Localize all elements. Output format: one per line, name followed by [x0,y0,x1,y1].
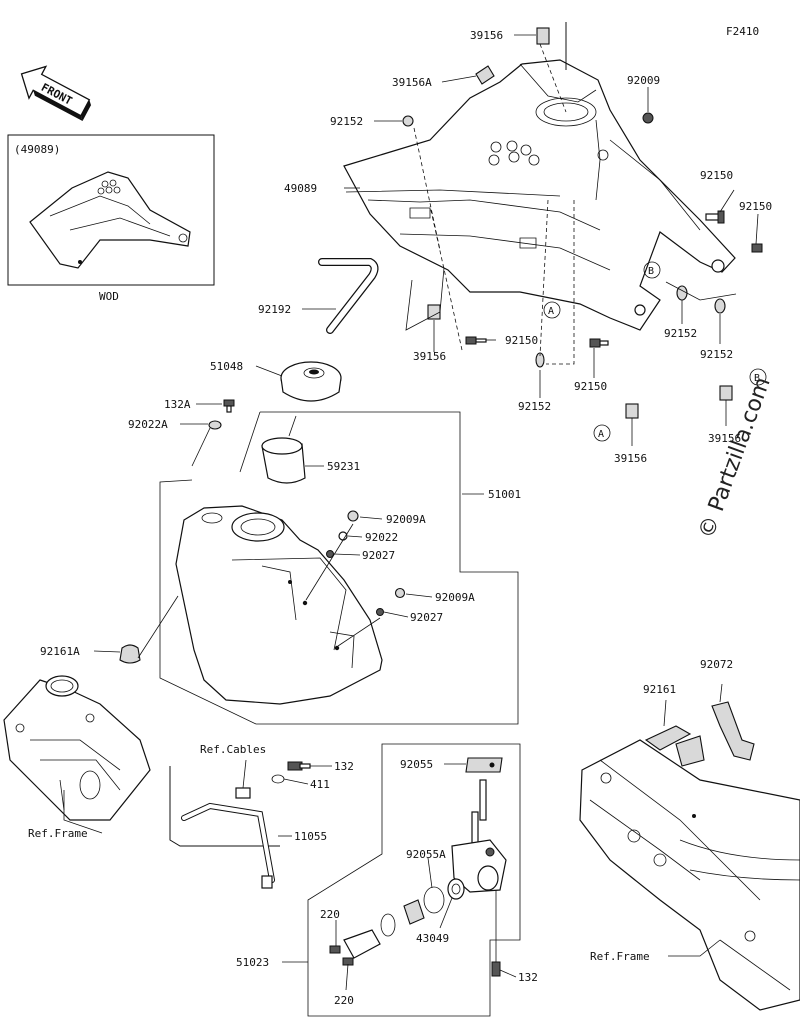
nut-92009 [642,112,654,124]
svg-text:A: A [548,306,554,317]
damper-92161 [644,699,705,767]
label-59231: 59231 [327,460,360,473]
grommet-92152-a [402,115,414,127]
bolt-92150-c [465,336,487,345]
label-411: 411 [310,778,330,791]
label-43049: 43049 [416,932,449,945]
washer-92022A [208,420,222,430]
fuel-cap-51048 [280,361,342,402]
callout-b1: B [643,261,661,279]
label-92152-b: 92152 [664,327,697,340]
label-92192: 92192 [258,303,291,316]
label-220-b: 220 [334,994,354,1007]
ref-cables-label: Ref.Cables [200,743,266,756]
label-92150-d: 92150 [574,380,607,393]
clip-39156A [475,65,495,85]
bolt-92150-b [751,243,763,253]
label-49089: 49089 [284,182,317,195]
label-39156-b: 39156 [413,350,446,363]
label-220-a: 220 [320,908,340,921]
label-92150-b: 92150 [739,200,772,213]
washer-411 [271,774,285,784]
ref-frame-left-label: Ref.Frame [28,827,88,840]
fuel-tank-51001 [175,505,383,705]
breather-hose-92192 [318,258,379,334]
label-51023: 51023 [236,956,269,969]
filter-59231 [261,415,306,484]
clip-39156-d [719,385,733,401]
label-92009A-b: 92009A [435,591,475,604]
frame-right [579,739,800,1011]
callout-a1: A [543,301,561,319]
label-92150-c: 92150 [505,334,538,347]
clip-39156-top [536,27,550,45]
label-132-a: 132 [334,760,354,773]
inset-title: (49089) [14,143,60,156]
clip-39156-b [427,304,441,320]
label-92055A: 92055A [406,848,446,861]
label-92009A-a: 92009A [386,513,426,526]
screw-132A [223,399,235,413]
ref-frame-right-label: Ref.Frame [590,950,650,963]
watermark-text: © Partzilla.com [694,374,776,542]
label-92152-c: 92152 [700,348,733,361]
label-132A: 132A [164,398,191,411]
shroud-49089 [343,59,736,331]
label-39156-d: 39156 [708,432,741,445]
label-51048: 51048 [210,360,243,373]
part-labels: 39156 39156A 92009 92152 49089 92150 921… [40,29,772,1007]
frame-left [3,675,151,821]
label-92161: 92161 [643,683,676,696]
grommet-92152-b [676,285,688,301]
bolt-92150-a [705,210,725,224]
front-arrow-icon: FRONT [20,65,92,122]
grommet-92152-d [535,352,545,368]
label-92009: 92009 [627,74,660,87]
svg-text:B: B [648,266,654,277]
callout-a2: A [593,424,611,442]
label-11055: 11055 [294,830,327,843]
label-92150-a: 92150 [700,169,733,182]
svg-text:A: A [598,429,604,440]
inset-49089: (49089) [7,134,215,286]
label-92022A: 92022A [128,418,168,431]
tank-fasteners [326,510,406,616]
figure-code: F2410 [726,25,759,38]
inset-caption: WOD [99,290,119,303]
label-39156A: 39156A [392,76,432,89]
label-92022: 92022 [365,531,398,544]
bolt-92150-d [589,338,609,348]
label-39156-c: 39156 [614,452,647,465]
bracket-92072 [711,683,755,761]
svg-text:B: B [754,373,760,384]
callout-b2: B [749,368,767,386]
label-92072: 92072 [700,658,733,671]
label-92152-a: 92152 [330,115,363,128]
fuel-cock-51023 [329,757,507,977]
clip-39156-c [625,403,639,419]
bolt-132-a [287,761,311,771]
damper-92161A [119,644,141,664]
label-92055: 92055 [400,758,433,771]
label-39156-top: 39156 [470,29,503,42]
label-92027-a: 92027 [362,549,395,562]
grommet-92152-c [714,298,726,314]
cable-bracket-11055 [169,759,280,889]
label-132-b: 132 [518,971,538,984]
label-92161A: 92161A [40,645,80,658]
label-92152-d: 92152 [518,400,551,413]
label-92027-b: 92027 [410,611,443,624]
leader-lines [63,34,759,991]
label-51001: 51001 [488,488,521,501]
